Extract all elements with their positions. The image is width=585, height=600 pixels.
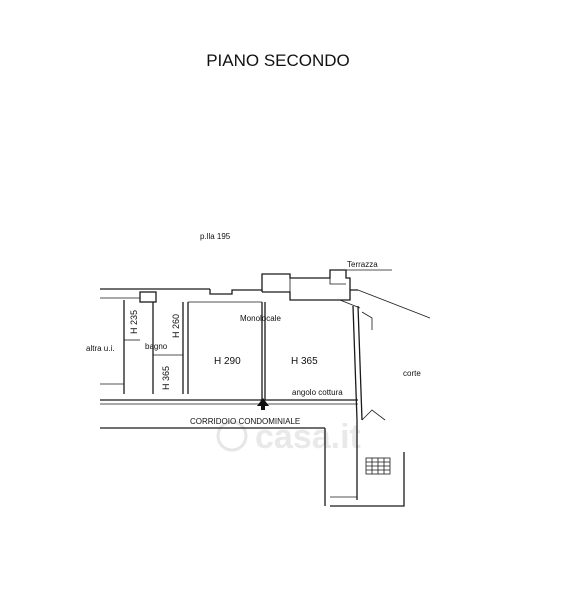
label-h260: H 260 (171, 314, 181, 338)
label-altra-ui: altra u.i. (86, 344, 114, 353)
label-h235: H 235 (129, 310, 139, 334)
label-h365-main: H 365 (291, 356, 318, 367)
label-h365-small: H 365 (161, 366, 171, 390)
label-corridoio: CORRIDOIO CONDOMINIALE (190, 417, 300, 426)
main-room (261, 302, 373, 421)
terrace-outline (261, 269, 392, 292)
watermark-text: casa.it (255, 418, 361, 456)
label-h290: H 290 (214, 356, 241, 367)
label-terrazza: Terrazza (347, 260, 378, 269)
watermark: casa.it (216, 418, 361, 456)
corridor (100, 399, 405, 507)
parcel-label: p.lla 195 (200, 232, 231, 241)
label-corte: corte (403, 369, 421, 378)
plan-title: PIANO SECONDO (206, 51, 350, 70)
upper-wall (100, 288, 431, 319)
label-bagno: bagno (145, 342, 168, 351)
entrance-arrow-icon (257, 398, 269, 410)
stairs-icon (365, 457, 391, 475)
label-angolo-cottura: angolo cottura (292, 388, 343, 397)
left-rooms (100, 291, 262, 394)
label-monolocale: Monolocale (240, 314, 281, 323)
